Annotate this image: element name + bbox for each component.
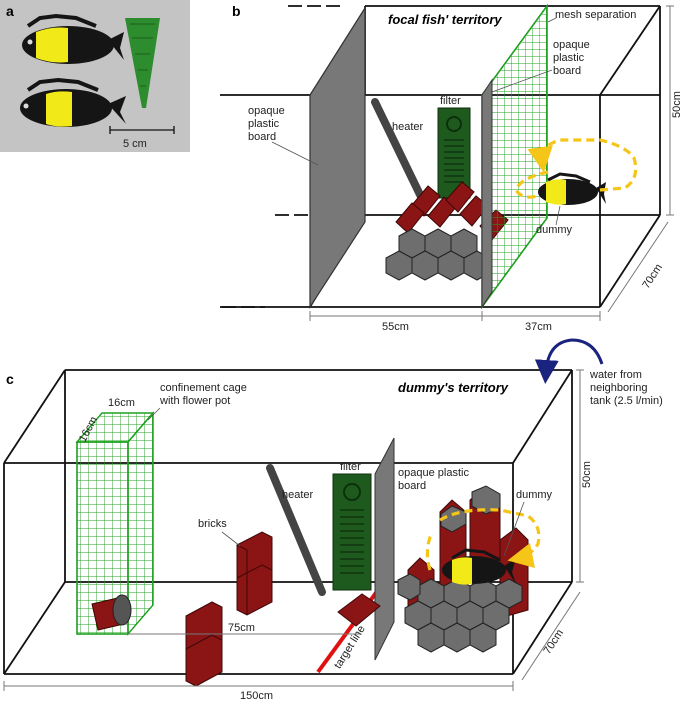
dim-depth-b: 70cm bbox=[640, 262, 665, 291]
label-bricks: bricks bbox=[198, 518, 227, 530]
dim-height-b: 50cm bbox=[671, 91, 683, 118]
label-opaque-l1: opaque bbox=[248, 105, 285, 117]
panel-b: b bbox=[220, 3, 683, 333]
label-dummy-b: dummy bbox=[536, 224, 573, 236]
dim-width-left-b: 55cm bbox=[382, 321, 409, 333]
fish-photo-2 bbox=[20, 77, 126, 127]
label-dummy-c: dummy bbox=[516, 489, 553, 501]
flower-pot bbox=[91, 594, 132, 631]
dimensions-b bbox=[309, 5, 674, 321]
swim-path-c bbox=[425, 508, 541, 570]
dim-cage-w: 16cm bbox=[108, 397, 135, 409]
label-water-3: tank (2.5 l/min) bbox=[590, 395, 663, 407]
label-board-c2: board bbox=[398, 480, 426, 492]
label-opaque-r2: plastic bbox=[553, 52, 585, 64]
heater-c bbox=[266, 464, 326, 596]
filter-c bbox=[332, 473, 372, 591]
label-cage-1: confinement cage bbox=[160, 382, 247, 394]
opaque-board-c bbox=[374, 437, 395, 661]
label-heater-b: heater bbox=[392, 121, 424, 133]
label-opaque-l2: plastic bbox=[248, 118, 280, 130]
scale-label: 5 cm bbox=[123, 138, 147, 150]
label-board-c1: opaque plastic bbox=[398, 467, 469, 479]
stones-b bbox=[385, 228, 491, 281]
title-b: focal fish' territory bbox=[388, 12, 502, 27]
label-water-2: neighboring bbox=[590, 382, 648, 394]
panel-c: c bbox=[3, 338, 663, 701]
label-water-1: water from bbox=[589, 369, 642, 381]
heater-b bbox=[371, 98, 429, 209]
label-opaque-l3: board bbox=[248, 131, 276, 143]
label-mesh: mesh separation bbox=[555, 9, 636, 21]
title-c: dummy's territory bbox=[398, 380, 509, 395]
label-filter-c: filter bbox=[340, 461, 361, 473]
dim-width-right-b: 37cm bbox=[525, 321, 552, 333]
fish-photo-1 bbox=[22, 13, 124, 64]
label-heater-c: heater bbox=[282, 489, 314, 501]
water-inflow-arrow bbox=[534, 338, 604, 384]
panel-b-label: b bbox=[232, 3, 241, 19]
panel-a: a 5 cm bbox=[6, 3, 175, 150]
swim-path-b bbox=[514, 138, 638, 199]
green-cone bbox=[125, 18, 160, 108]
dim-width-c: 150cm bbox=[240, 690, 273, 701]
tank-c-frame bbox=[3, 369, 573, 675]
opaque-board-right bbox=[481, 78, 493, 309]
brick-front-c bbox=[337, 593, 381, 627]
dummy-fish-b bbox=[538, 172, 606, 205]
label-filter-b: filter bbox=[440, 95, 461, 107]
panel-c-label: c bbox=[6, 371, 14, 387]
panel-a-label: a bbox=[6, 3, 14, 19]
bricks-c bbox=[185, 531, 273, 687]
label-opaque-r3: board bbox=[553, 65, 581, 77]
label-cage-2: with flower pot bbox=[159, 395, 230, 407]
dim-depth-c: 70cm bbox=[541, 627, 566, 656]
dim-distance-c: 75cm bbox=[228, 622, 255, 634]
label-opaque-r1: opaque bbox=[553, 39, 590, 51]
dim-height-c: 50cm bbox=[581, 461, 593, 488]
dimensions-c bbox=[3, 369, 584, 691]
opaque-board-left bbox=[309, 5, 366, 310]
